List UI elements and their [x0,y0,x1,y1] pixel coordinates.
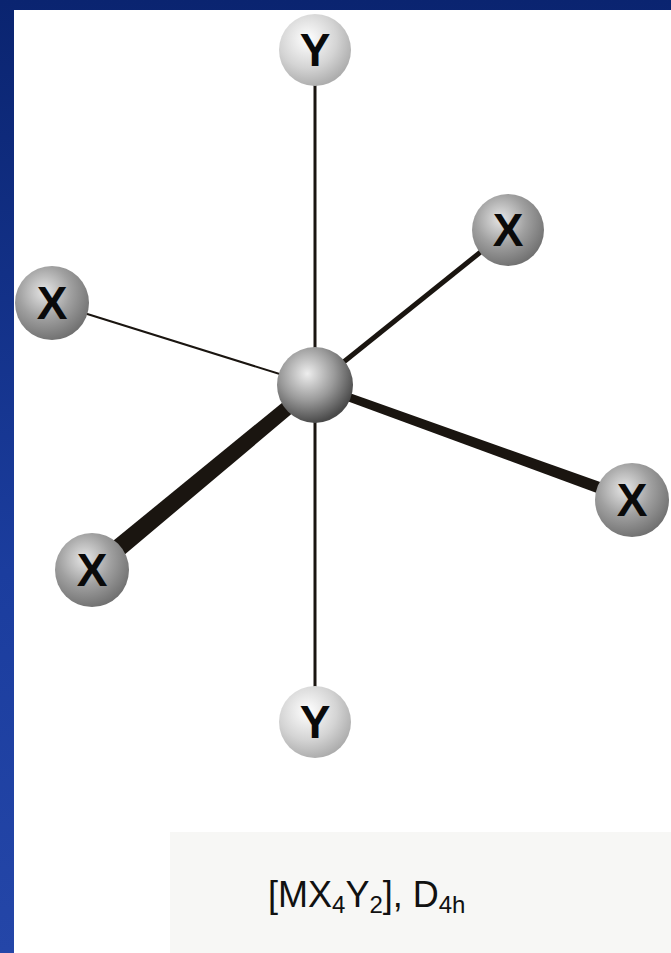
atom-label: X [493,207,524,253]
atom-label: X [37,280,68,326]
ligand-atom: Y [279,14,351,86]
atom-label: Y [300,27,331,73]
atom-label: X [617,477,648,523]
ligand-atom: X [472,194,544,266]
bond-line [314,50,317,385]
bond-line [314,385,317,722]
ligand-atom: X [15,266,89,340]
atom-label: Y [300,699,331,745]
ligand-atom: Y [279,686,351,758]
bond-line [52,303,315,385]
formula-caption: [MX4Y2], D4h [268,874,465,916]
atom-label: X [77,547,108,593]
ligand-atom: X [595,463,669,537]
metal-atom [277,347,353,423]
bond-wedge [313,380,634,506]
ligand-atom: X [55,533,129,607]
